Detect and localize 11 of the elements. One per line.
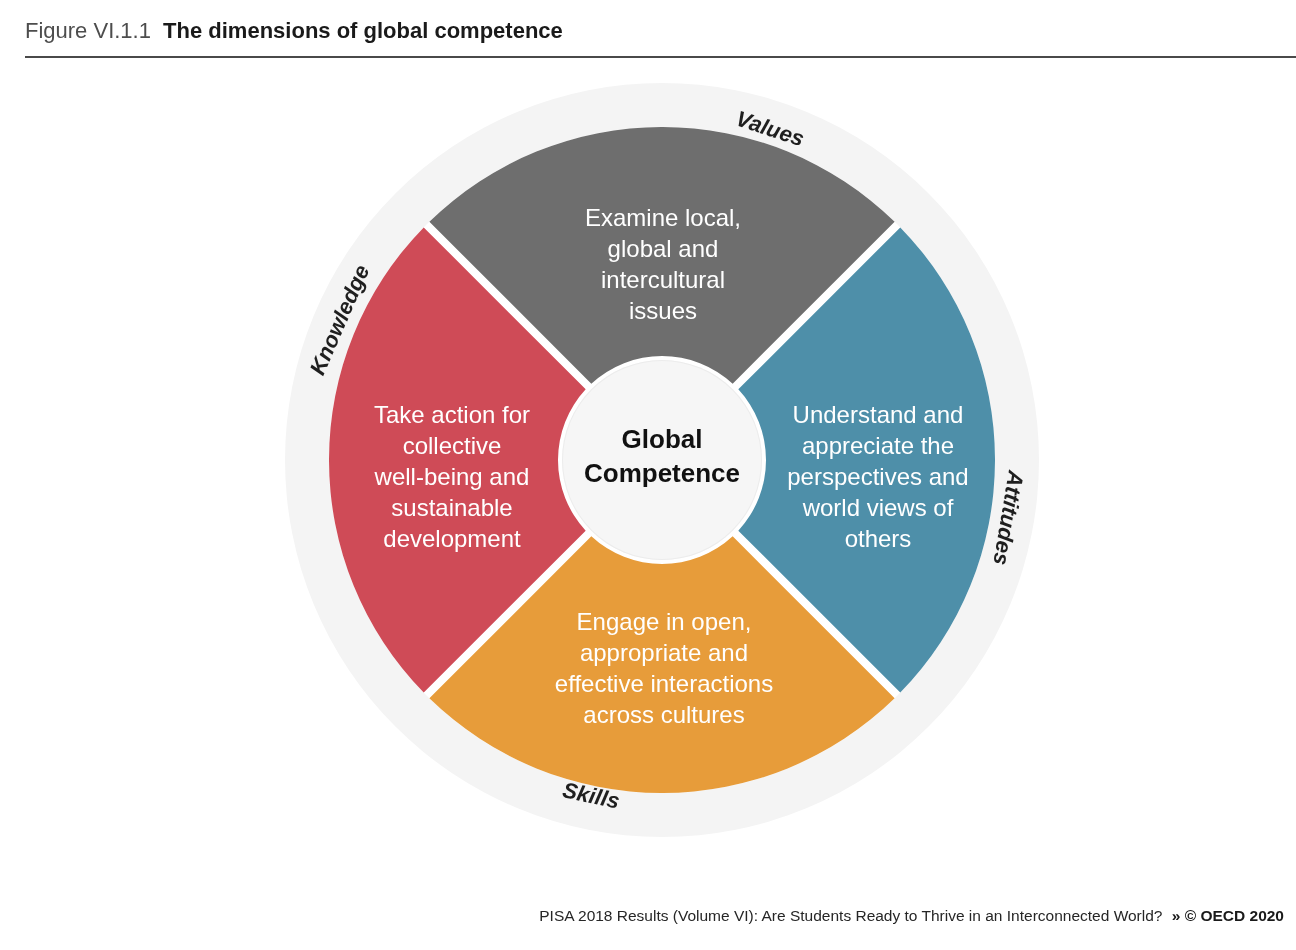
segment-label: Examine local, global and intercultural issues <box>583 203 743 326</box>
source-note: PISA 2018 Results (Volume VI): Are Students Ready to Thrive in an Interconnected World? » © OECD 2020 <box>539 906 1284 926</box>
segment-label: Engage in open, appropriate and effective interactions across cultures <box>553 607 775 730</box>
figure-title: Figure VI.1.1 The dimensions of global competence <box>25 18 563 44</box>
center-label: Global Competence <box>582 423 741 490</box>
ring-label: Attitudes <box>987 468 1029 568</box>
ring-label: Values <box>732 105 807 153</box>
outer-ring <box>285 83 1039 837</box>
segment-label: Take action for collective well-being and sustainable development <box>372 399 532 554</box>
segment-label: Understand and appreciate the perspectives and world views of others <box>786 399 970 554</box>
ring-label: Skills <box>559 776 622 815</box>
